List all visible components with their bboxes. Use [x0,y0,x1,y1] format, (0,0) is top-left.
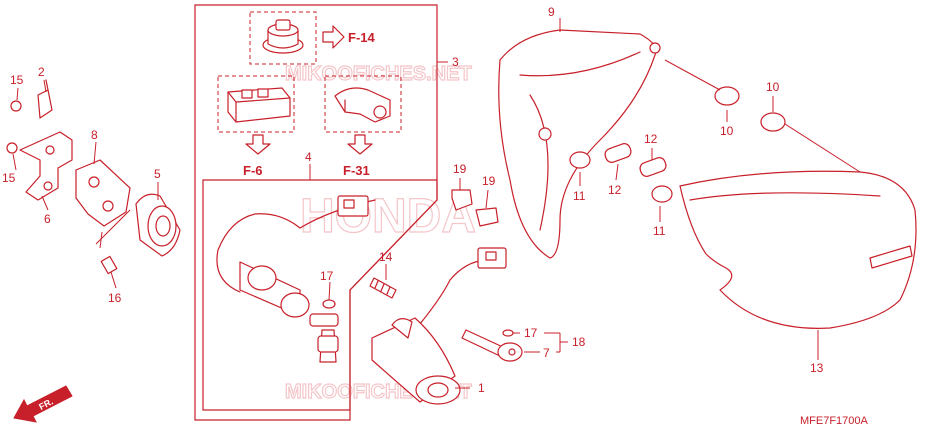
ref-box-f31 [324,75,402,133]
callout-1: 1 [478,381,485,395]
washer-part-17 [322,299,336,309]
side-cover-part-13 [679,170,917,329]
fuel-cap-reference-part [262,19,304,54]
callout-12a: 12 [608,183,622,197]
grommet-part-10b [760,112,786,132]
callout-15a: 15 [10,73,24,87]
washer-part-17b [502,329,514,337]
callout-11a: 11 [573,189,586,203]
bracket-part-6 [19,131,73,201]
grommet-part-12b [639,157,667,177]
callout-11b: 11 [653,224,666,238]
callout-14: 14 [379,250,393,264]
watermark-top: MIKOOFICHES.NET [285,63,472,85]
watermark-center: HONDA [300,190,476,243]
callout-7: 7 [543,346,550,360]
lock-reference-part [334,87,391,123]
callout-9: 9 [548,5,555,19]
grommet-part-11b [651,185,673,203]
callout-10b: 10 [766,80,780,94]
callout-8: 8 [91,128,98,142]
callout-16: 16 [108,291,122,305]
leader-lines [12,18,861,389]
diagram-code: MFE7F1700A [800,415,869,427]
arrow-f14 [322,25,345,49]
callout-17a: 17 [320,269,334,283]
plate-part-8 [75,159,131,227]
callout-13: 13 [810,361,824,375]
grommet-part-11a [569,151,591,169]
lock-cylinder-part-1 [371,247,507,405]
ref-f14: F-14 [348,30,376,45]
callout-15b: 15 [2,171,16,185]
screw-part-15a [10,100,22,112]
ref-box-f6 [217,75,295,133]
callout-17b: 17 [524,326,538,340]
bracket-part-2 [37,79,53,119]
callout-2: 2 [38,65,45,79]
ignition-switch-part-4 [216,195,376,363]
callout-10a: 10 [720,124,734,138]
grommet-part-10a [714,86,740,106]
callout-3: 3 [452,55,459,69]
ref-box-f14 [249,11,317,65]
callout-4: 4 [305,150,312,164]
arrow-f31 [347,134,373,155]
switch-block-reference-part [227,87,291,123]
ref-f6: F-6 [243,163,263,178]
front-direction-arrow: FR. [13,385,73,423]
lock-body-part-5 [135,193,181,257]
arrow-f6 [245,134,271,155]
screw-part-15b [6,142,18,154]
connector-parts-19 [451,189,499,227]
callout-6: 6 [44,212,51,226]
bolt-part-14 [369,277,397,299]
callout-5: 5 [154,167,161,181]
callout-18: 18 [572,335,586,349]
group-frame-4 [202,179,438,411]
side-cover-part-9 [498,29,661,259]
key-part-7 [461,329,523,362]
ref-f31: F-31 [343,163,370,178]
callout-12b: 12 [644,132,658,146]
callout-19a: 19 [453,162,467,176]
grommet-part-12a [604,143,632,163]
callout-19b: 19 [482,174,496,188]
